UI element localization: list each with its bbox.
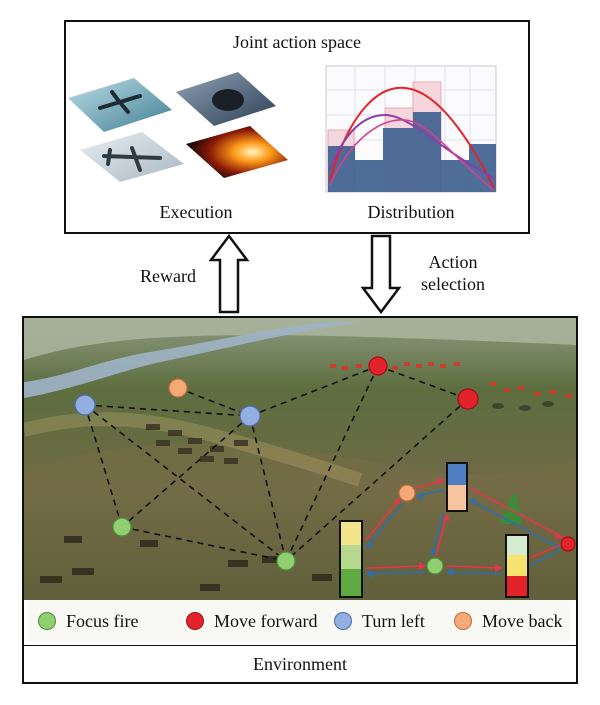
unit-cluster-bottom	[40, 536, 332, 591]
unit-cluster-red	[330, 362, 572, 398]
action-bar-top	[446, 462, 468, 512]
legend-item-move-back: Move back	[454, 610, 562, 632]
dist-curve-red	[329, 86, 495, 189]
reward-label: Reward	[140, 266, 196, 286]
agent-node-move-forward-2	[457, 388, 479, 410]
agent-nodes	[74, 356, 576, 575]
legend-item-move-forward: Move forward	[186, 610, 317, 632]
dist-bar-2	[355, 160, 383, 192]
action-label-line2: selection	[421, 274, 485, 294]
distribution-label: Distribution	[367, 202, 455, 222]
smoke-icon	[212, 89, 244, 111]
legend-item-turn-left: Turn left	[334, 610, 425, 632]
agent-node-focus-fire-1	[112, 517, 132, 537]
jet-1-icon	[98, 90, 142, 114]
turn-left-dot-icon	[334, 612, 352, 630]
environment-divider	[22, 645, 578, 646]
move-forward-dot-icon	[186, 612, 204, 630]
dist-bar-5	[441, 160, 469, 192]
legend-label: Move back	[482, 610, 563, 631]
action-label-line1: Action	[428, 252, 478, 272]
focus-fire-dot-icon	[38, 612, 56, 630]
agent-node-turn-left-2	[239, 405, 261, 427]
legend-label: Focus fire	[66, 610, 139, 631]
agent-node-move-forward-1	[368, 356, 388, 376]
reward-arrow-icon	[208, 233, 250, 314]
dist-bar-4	[413, 112, 441, 192]
agent-node-move-forward-3	[560, 536, 576, 552]
action-bar-left	[339, 520, 363, 598]
joint-action-title: Joint action space	[233, 32, 361, 52]
environment-label: Environment	[253, 654, 347, 674]
agent-node-move-back-1	[168, 378, 188, 398]
legend-label: Move forward	[214, 610, 318, 631]
agent-node-move-back-2	[398, 484, 416, 502]
legend-item-focus-fire: Focus fire	[38, 610, 138, 632]
distribution-chart	[325, 65, 497, 193]
action-arrow-icon	[360, 234, 402, 315]
dist-curve-magenta	[329, 119, 495, 191]
dist-bar-3	[383, 128, 413, 192]
unit-cluster-blue	[146, 424, 248, 464]
action-bar-right	[505, 534, 529, 598]
execution-image-explosion	[186, 126, 288, 178]
move-back-dot-icon	[454, 612, 472, 630]
agent-node-focus-fire-3	[426, 557, 444, 575]
agent-node-turn-left-1	[74, 394, 96, 416]
river	[24, 322, 360, 398]
legend: Focus fire Move forward Turn left Move b…	[28, 600, 570, 642]
execution-label: Execution	[159, 202, 233, 222]
comm-arrows	[365, 478, 565, 578]
agent-node-focus-fire-2	[276, 551, 296, 571]
jet-2-icon	[102, 146, 162, 172]
legend-label: Turn left	[362, 610, 425, 631]
graph-edges	[84, 365, 469, 562]
